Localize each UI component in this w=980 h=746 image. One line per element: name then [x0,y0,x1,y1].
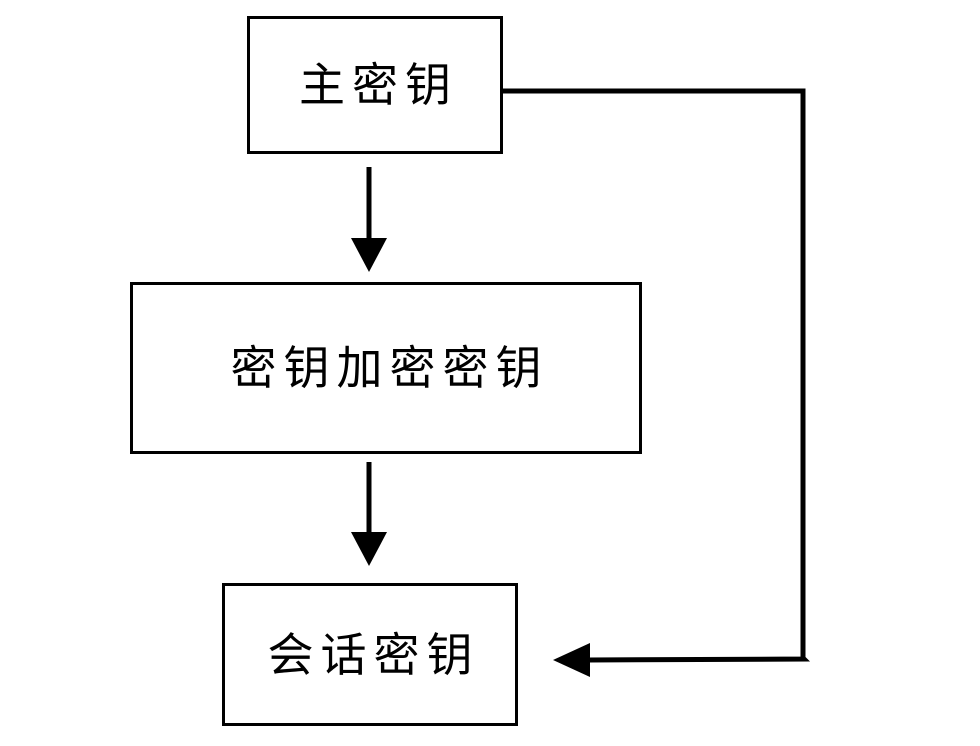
node-master-key-label: 主密钥 [299,59,458,111]
arrowhead-left-icon [553,643,590,677]
edge-master-to-kek [351,167,387,272]
arrowhead-down-icon [351,532,387,566]
node-key-encryption-key: 密钥加密密钥 [130,282,642,454]
edge-kek-to-session [351,462,387,566]
node-session-key-label: 会话密钥 [267,628,480,681]
node-master-key: 主密钥 [247,16,503,154]
edge-master-to-session [503,88,811,677]
node-key-encryption-key-label: 密钥加密密钥 [230,342,549,394]
node-session-key: 会话密钥 [222,583,518,726]
arrowhead-down-icon [351,238,387,272]
